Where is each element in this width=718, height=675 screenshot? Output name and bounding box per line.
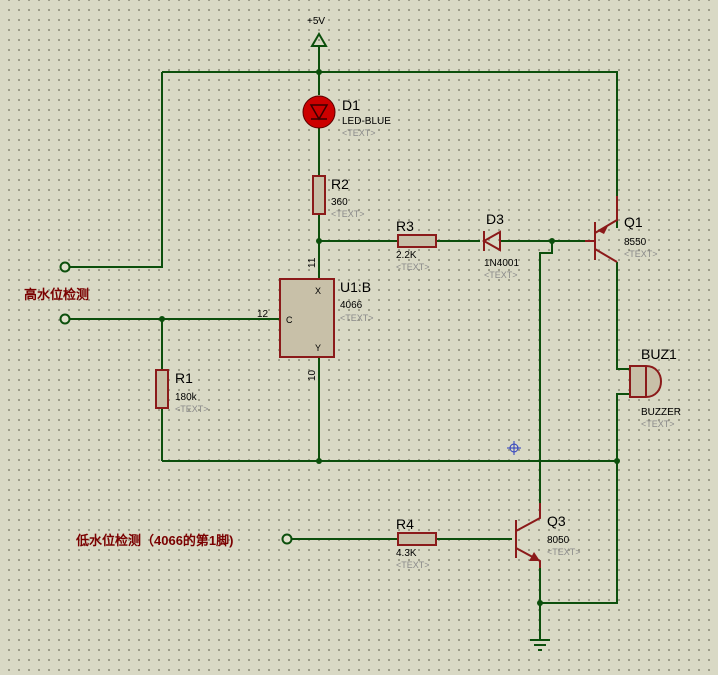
high-probe-terminal[interactable] — [59, 261, 71, 273]
ground-symbol[interactable] — [530, 639, 550, 651]
wire-q1-collector-buzzer — [616, 262, 630, 370]
resistor-r4[interactable]: R4 4.3K <TEXT> — [396, 516, 437, 570]
junction-dot — [316, 69, 322, 75]
switch-u1b-value: 4066 — [340, 300, 363, 311]
junction-dot — [549, 238, 555, 244]
low-water-label: 低水位检测（4066的第1脚) — [75, 533, 233, 548]
high-water-label: 高水位检测 — [24, 287, 89, 302]
high-level-terminal[interactable] — [59, 313, 71, 325]
crosshair-cursor-icon — [507, 441, 521, 455]
diode-d3-value: 1N4001 — [484, 258, 519, 269]
wire-collector-tap — [539, 241, 553, 503]
resistor-r3-body — [397, 234, 437, 248]
switch-u1b-text: <TEXT> — [340, 313, 374, 323]
transistor-q3-value: 8050 — [547, 535, 570, 546]
ground-icon — [530, 639, 550, 651]
junctions — [159, 69, 620, 606]
switch-u1b-pin-c: C — [286, 315, 293, 325]
wire-buzzer-return — [540, 393, 630, 604]
resistor-r4-body — [397, 532, 437, 546]
resistor-r4-ref: R4 — [396, 516, 414, 532]
transistor-q3-arrow-icon — [529, 552, 540, 561]
power-label: +5V — [307, 16, 325, 27]
junction-dot — [614, 458, 620, 464]
buzzer-buz1-text: <TEXT> — [641, 419, 675, 429]
junction-dot — [159, 316, 165, 322]
transistor-q1-arrow-icon — [598, 226, 608, 234]
transistor-q1-ref: Q1 — [624, 214, 643, 230]
junction-dot — [316, 458, 322, 464]
led-d1-value: LED-BLUE — [342, 116, 391, 127]
junction-dot — [537, 600, 543, 606]
diode-d3[interactable]: D3 1N4001 <TEXT> — [481, 211, 519, 280]
wire-high-probe — [70, 72, 163, 268]
switch-u1b-pin-y: Y — [315, 343, 321, 353]
resistor-r3-value: 2.2K — [396, 250, 417, 261]
switch-u1b-pin-11: 11 — [307, 257, 318, 268]
switch-u1b-body — [279, 278, 335, 358]
power-arrow-icon — [310, 32, 328, 47]
switch-u1b-pin-12: 12 — [257, 309, 269, 320]
switch-u1b-ref: U1:B — [340, 279, 371, 295]
diode-d3-ref: D3 — [486, 211, 504, 227]
led-d1-ref: D1 — [342, 97, 360, 113]
switch-u1b-pin-x: X — [315, 286, 321, 296]
diode-d3-text: <TEXT> — [484, 270, 518, 280]
led-d1[interactable]: D1 LED-BLUE <TEXT> — [302, 95, 391, 138]
resistor-r4-value: 4.3K — [396, 548, 417, 559]
resistor-r2[interactable]: R2 360 <TEXT> — [312, 175, 365, 219]
resistor-r3-text: <TEXT> — [396, 262, 430, 272]
resistor-r1-ref: R1 — [175, 370, 193, 386]
resistor-r1-body — [155, 369, 169, 409]
led-symbol-icon — [309, 104, 329, 121]
terminals — [59, 261, 293, 545]
led-d1-text: <TEXT> — [342, 128, 376, 138]
resistor-r1-text: <TEXT> — [175, 404, 209, 414]
resistor-r1-value: 180k — [175, 392, 198, 403]
resistor-r2-body — [312, 175, 326, 215]
diode-d3-symbol-icon — [481, 230, 501, 252]
transistor-q1-text: <TEXT> — [624, 249, 658, 259]
wire-top-rail-horizontal — [162, 71, 618, 228]
power-terminal[interactable]: +5V — [307, 16, 328, 47]
transistor-q1-value: 8550 — [624, 237, 647, 248]
transistor-q3-ref: Q3 — [547, 513, 566, 529]
transistor-q1-symbol-icon — [585, 196, 618, 263]
low-level-terminal[interactable] — [281, 533, 293, 545]
buzzer-buz1-ref: BUZ1 — [641, 346, 677, 362]
switch-u1b-pin-10: 10 — [307, 369, 318, 381]
wires — [70, 46, 630, 640]
transistor-q1[interactable]: Q1 8550 <TEXT> — [585, 196, 658, 263]
transistor-q3-symbol-icon — [515, 503, 541, 568]
switch-u1b[interactable]: X C Y 12 11 10 U1:B 4066 <TEXT> — [257, 257, 374, 381]
resistor-r4-text: <TEXT> — [396, 560, 430, 570]
junction-dot — [316, 238, 322, 244]
resistor-r3-ref: R3 — [396, 218, 414, 234]
buzzer-buz1-value: BUZZER — [641, 407, 681, 418]
resistor-r2-ref: R2 — [331, 176, 349, 192]
resistor-r2-value: 360 — [331, 197, 348, 208]
buzzer-buz1[interactable]: BUZ1 BUZZER <TEXT> — [629, 346, 681, 429]
transistor-q3-text: <TEXT> — [547, 547, 581, 557]
resistor-r3[interactable]: R3 2.2K <TEXT> — [396, 218, 437, 272]
led-glow-icon — [302, 95, 336, 129]
transistor-q3[interactable]: Q3 8050 <TEXT> — [512, 503, 581, 568]
resistor-r1[interactable]: R1 180k <TEXT> — [155, 369, 209, 414]
resistor-r2-text: <TEXT> — [331, 209, 365, 219]
